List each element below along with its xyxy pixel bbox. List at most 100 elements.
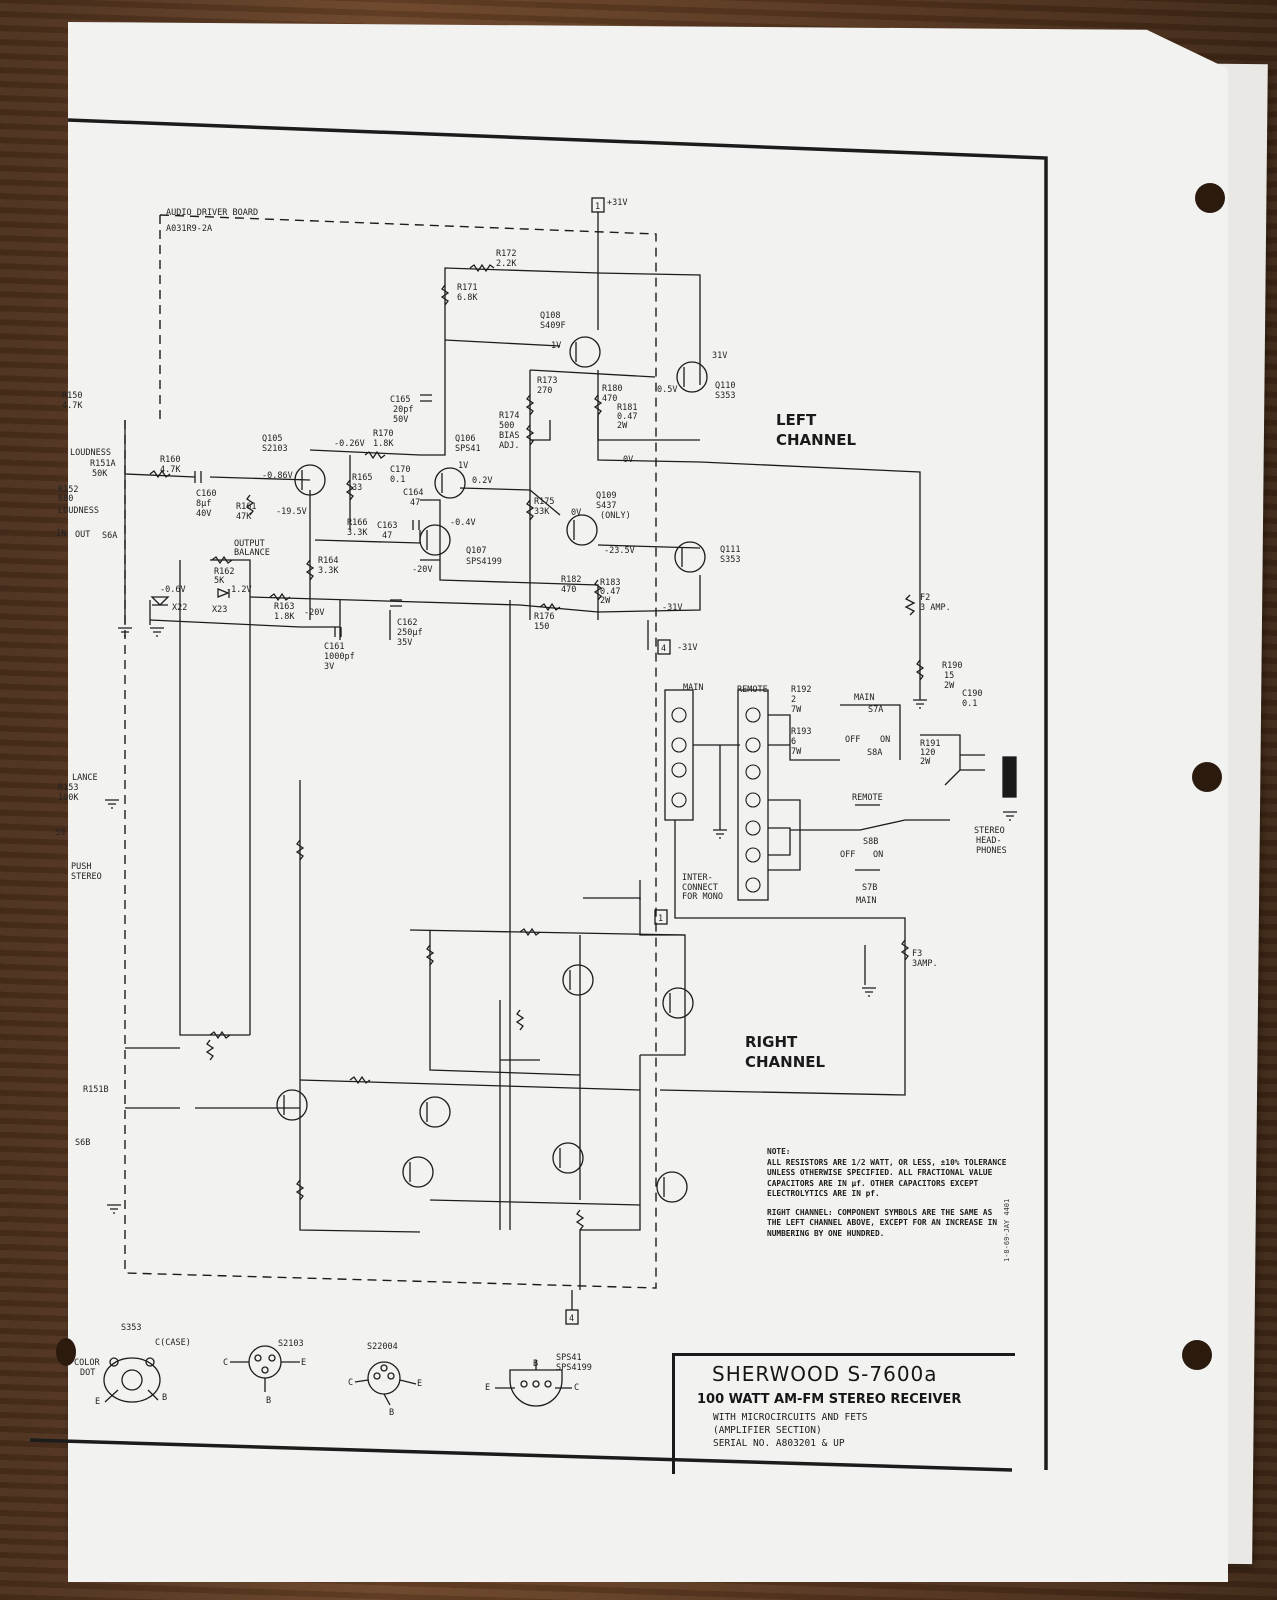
title-line-1: WITH MICROCIRCUITS AND FETS [713,1412,868,1423]
svg-text:MAIN: MAIN [683,683,703,693]
svg-text:0.47: 0.47 [617,412,637,422]
svg-text:2: 2 [791,695,796,705]
svg-text:OUTPUT: OUTPUT [234,539,265,549]
svg-text:-0.6V: -0.6V [160,585,186,595]
svg-text:6: 6 [791,737,796,747]
svg-text:LANCE: LANCE [72,773,98,783]
svg-text:R152: R152 [58,485,78,495]
svg-text:R182: R182 [561,575,581,585]
svg-text:SPS41: SPS41 [556,1353,582,1363]
svg-text:Q110: Q110 [715,381,735,391]
svg-text:-23.5V: -23.5V [604,546,635,556]
fuse-f3 [900,939,910,961]
title-block [672,1353,1015,1474]
svg-text:C165: C165 [390,395,410,405]
svg-text:MAIN: MAIN [856,896,876,906]
svg-text:4: 4 [661,644,666,654]
resistor-r165 [345,479,355,501]
svg-text:120: 120 [920,748,935,758]
main-terminal-strip [664,689,694,821]
resistor-r175 [525,499,535,521]
svg-text:-0.86V: -0.86V [262,471,293,481]
svg-text:S409F: S409F [540,321,566,331]
note-resistor-tolerance: ALL RESISTORS ARE 1/2 WATT, OR LESS, ±10… [767,1157,1007,1199]
schematic-notes: NOTE: ALL RESISTORS ARE 1/2 WATT, OR LES… [767,1147,1007,1247]
svg-text:2W: 2W [920,757,931,767]
resistor-r170 [364,450,386,460]
resistor-r174 [525,420,551,446]
svg-text:3.3K: 3.3K [347,528,368,538]
schematic-sheet [68,22,1228,1582]
svg-text:Q105: Q105 [262,434,282,444]
svg-text:R166: R166 [347,518,367,528]
supply-plus31-label: +31V [607,198,627,208]
svg-text:ADJ.: ADJ. [499,441,519,451]
transistor-right-7 [656,1171,688,1203]
resistor-r182 [593,579,603,601]
diode-x23 [217,588,230,598]
transistor-q105 [294,464,326,496]
resistor-r171 [440,284,450,306]
svg-text:-19.5V: -19.5V [276,507,307,517]
resistor-r173 [525,394,535,416]
svg-text:STEREO: STEREO [974,826,1005,836]
resistor-r190 [915,659,925,681]
svg-text:ON: ON [873,850,883,860]
note-right-channel: RIGHT CHANNEL: COMPONENT SYMBOLS ARE THE… [767,1207,998,1238]
svg-text:S7B: S7B [862,883,877,893]
resistor-r161 [245,494,255,516]
svg-text:R151A: R151A [90,459,116,469]
transistor-right-6 [552,1142,584,1174]
punch-hole-middle [1192,762,1222,792]
svg-text:R163: R163 [274,602,294,612]
svg-text:33: 33 [352,483,362,493]
svg-text:REMOTE: REMOTE [852,793,883,803]
svg-text:S353: S353 [121,1323,141,1333]
svg-text:0.1: 0.1 [962,699,977,709]
capacitor-c163 [412,520,420,530]
resistor-r160 [149,469,171,479]
resistor-r172 [469,263,495,273]
svg-text:R161: R161 [236,502,256,512]
svg-text:R191: R191 [920,739,940,749]
drawing-frame-bottom [29,1438,1013,1472]
svg-text:C: C [348,1378,353,1388]
svg-text:R150: R150 [62,391,82,401]
package-s2103 [230,1345,300,1392]
svg-text:50K: 50K [92,469,108,479]
svg-text:R190: R190 [942,661,962,671]
svg-text:0V: 0V [571,508,581,518]
svg-text:47: 47 [382,531,392,541]
svg-text:R153: R153 [58,783,78,793]
svg-text:R160: R160 [160,455,180,465]
svg-text:100K: 100K [58,793,79,803]
svg-text:3 AMP.: 3 AMP. [920,603,951,613]
svg-text:R170: R170 [373,429,393,439]
svg-text:470: 470 [561,585,576,595]
svg-text:E: E [417,1379,422,1389]
svg-text:E: E [485,1383,490,1393]
svg-text:REMOTE: REMOTE [737,685,768,695]
svg-text:R174: R174 [499,411,519,421]
note-heading: NOTE: [767,1147,791,1156]
svg-text:-20V: -20V [412,565,432,575]
svg-text:1: 1 [595,202,600,212]
svg-text:SPS4199: SPS4199 [466,557,502,567]
svg-text:C: C [574,1383,579,1393]
svg-text:E: E [95,1397,100,1407]
svg-text:500: 500 [499,421,514,431]
svg-text:470: 470 [602,394,617,404]
svg-text:250µf: 250µf [397,628,423,638]
svg-text:OFF: OFF [840,850,855,860]
transistor-q106 [434,467,466,499]
svg-text:4.7K: 4.7K [62,401,83,411]
svg-text:B: B [266,1396,271,1406]
svg-text:S22004: S22004 [367,1342,398,1352]
svg-text:33K: 33K [534,507,550,517]
svg-text:S353: S353 [720,555,740,565]
transistor-right-5 [402,1156,434,1188]
resistor-r180 [593,394,603,416]
svg-text:0.47: 0.47 [600,587,620,597]
svg-text:3V: 3V [324,662,334,672]
svg-text:R180: R180 [602,384,622,394]
